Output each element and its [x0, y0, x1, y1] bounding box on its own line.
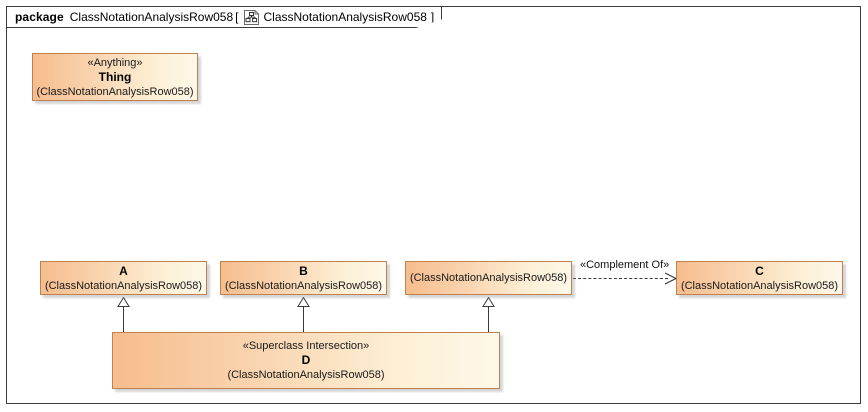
- class-stereotype: «Anything»: [87, 56, 143, 69]
- generalization-arrowhead-b: [297, 294, 310, 312]
- class-box-anonymous[interactable]: (ClassNotationAnalysisRow058): [405, 261, 572, 295]
- dependency-line-anon-c[interactable]: [573, 278, 668, 279]
- class-qualifier: (ClassNotationAnalysisRow058): [224, 279, 383, 292]
- diagram-name: ClassNotationAnalysisRow058: [263, 10, 427, 24]
- class-name: A: [119, 263, 128, 278]
- class-qualifier: (ClassNotationAnalysisRow058): [227, 369, 385, 381]
- class-diagram-icon: [243, 9, 259, 25]
- class-box-b[interactable]: B (ClassNotationAnalysisRow058): [220, 261, 387, 295]
- generalization-line-d-anon[interactable]: [488, 303, 489, 332]
- generalization-arrowhead-a: [117, 294, 130, 312]
- class-name: D: [301, 353, 311, 367]
- class-box-a[interactable]: A (ClassNotationAnalysisRow058): [40, 261, 207, 295]
- class-name: C: [755, 263, 764, 278]
- dependency-label-complement-of: «Complement Of»: [580, 259, 670, 271]
- generalization-arrowhead-anon: [482, 294, 495, 312]
- class-stereotype: «Superclass Intersection»: [242, 340, 370, 352]
- class-name: B: [299, 263, 308, 278]
- class-qualifier: (ClassNotationAnalysisRow058): [409, 272, 568, 284]
- class-box-d[interactable]: «Superclass Intersection» D (ClassNotati…: [112, 332, 500, 389]
- package-keyword: package: [15, 10, 64, 24]
- package-header-tab[interactable]: package ClassNotationAnalysisRow058 [ Cl…: [6, 6, 443, 28]
- class-qualifier: (ClassNotationAnalysisRow058): [36, 85, 194, 98]
- package-name: ClassNotationAnalysisRow058: [69, 10, 234, 24]
- bracket-open: [: [235, 10, 239, 24]
- class-qualifier: (ClassNotationAnalysisRow058): [44, 279, 203, 292]
- generalization-line-d-b[interactable]: [303, 303, 304, 332]
- generalization-line-d-a[interactable]: [123, 303, 124, 332]
- class-box-c[interactable]: C (ClassNotationAnalysisRow058): [676, 261, 843, 295]
- bracket-close: ]: [430, 10, 435, 24]
- class-box-thing[interactable]: «Anything» Thing (ClassNotationAnalysisR…: [32, 53, 198, 101]
- class-qualifier: (ClassNotationAnalysisRow058): [680, 279, 839, 292]
- class-name: Thing: [98, 69, 132, 84]
